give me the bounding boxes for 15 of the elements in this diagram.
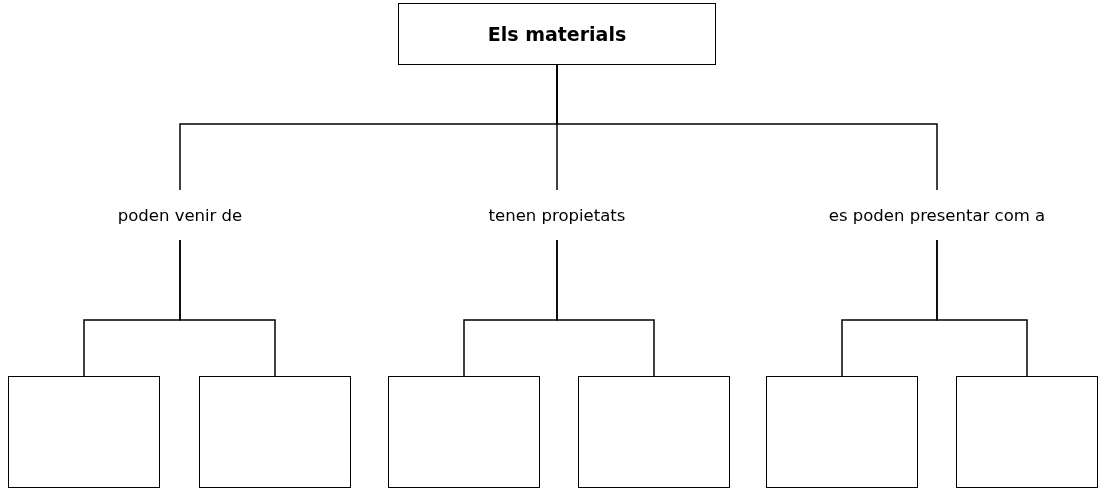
title-text: Els materials [487, 23, 627, 45]
title-box [398, 3, 716, 65]
connector-line [556, 64, 938, 191]
empty-box [199, 376, 351, 488]
empty-box [388, 376, 540, 488]
empty-box [8, 376, 160, 488]
empty-box [578, 376, 730, 488]
empty-box [956, 376, 1098, 488]
branch-label: tenen propietats [457, 190, 657, 240]
connector-line [936, 239, 1028, 377]
connector-line [556, 239, 655, 377]
connector-line [179, 239, 276, 377]
empty-box [766, 376, 918, 488]
branch-label: es poden presentar com a [807, 190, 1067, 240]
branch-label: poden venir de [80, 190, 280, 240]
